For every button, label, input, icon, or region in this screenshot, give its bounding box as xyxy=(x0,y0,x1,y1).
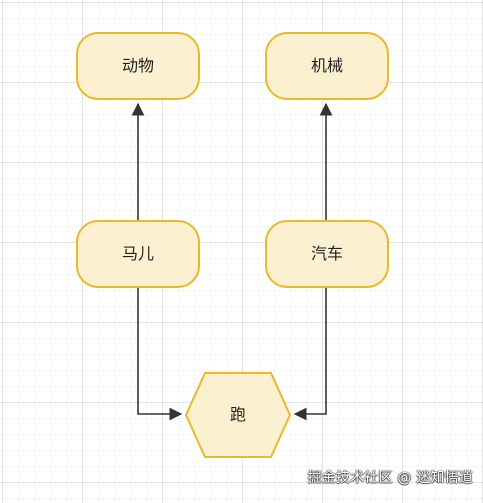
node-animal-label: 动物 xyxy=(121,56,154,75)
node-machine-label: 机械 xyxy=(310,56,343,75)
node-horse[interactable]: 马儿 xyxy=(76,220,200,288)
node-machine[interactable]: 机械 xyxy=(265,32,389,100)
node-car-label: 汽车 xyxy=(310,244,343,263)
watermark-text: 掘金技术社区 @ 迷知悟道 xyxy=(307,470,473,486)
arrow-horse-to-run xyxy=(137,288,183,421)
node-horse-label: 马儿 xyxy=(121,244,154,263)
node-car[interactable]: 汽车 xyxy=(265,220,389,288)
node-animal[interactable]: 动物 xyxy=(76,32,200,100)
arrow-car-to-run xyxy=(293,288,327,421)
node-run-hexagon[interactable] xyxy=(184,372,292,458)
